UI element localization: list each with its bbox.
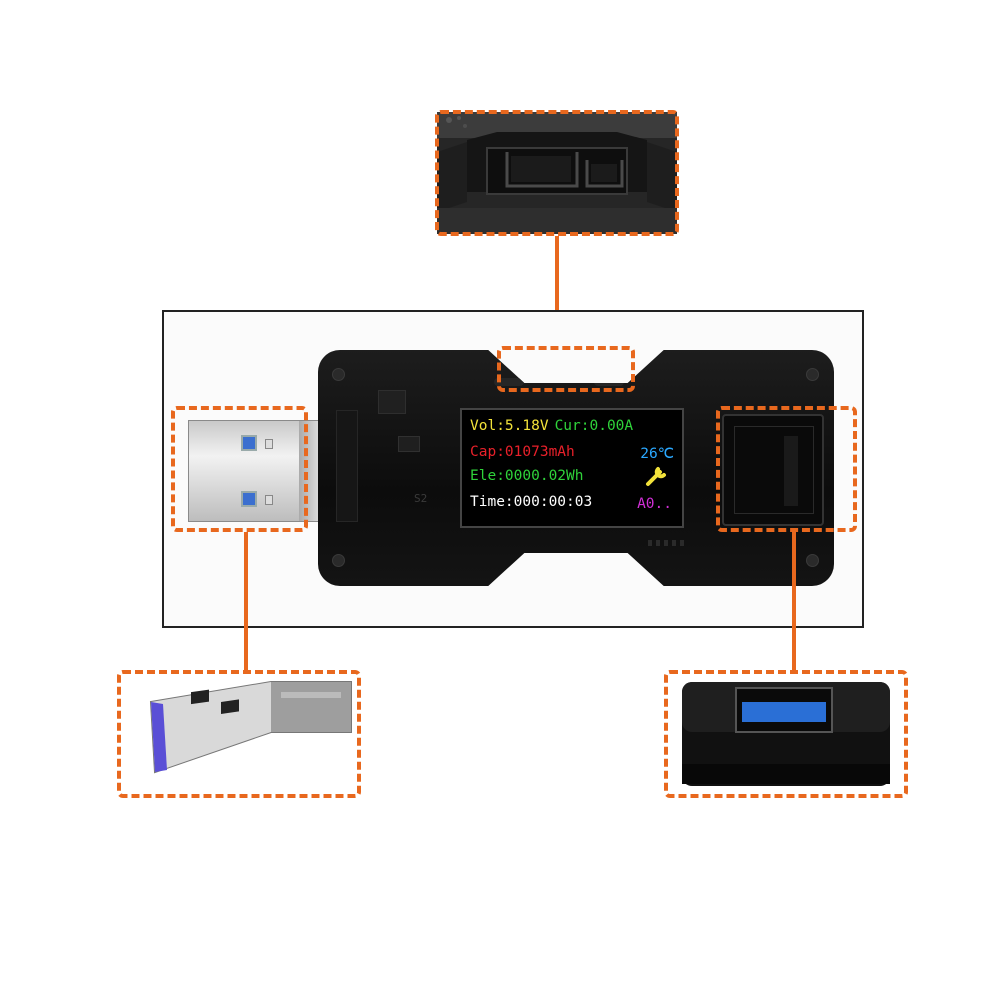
top-connector-illustration	[437, 112, 677, 234]
usb-a-male-plug	[188, 420, 320, 522]
lcd-row-2: Cap:01073mAh	[470, 444, 575, 460]
lcd-capacity: Cap:01073mAh	[470, 444, 575, 460]
screw-icon	[806, 368, 819, 381]
pcb-vents	[648, 540, 688, 546]
lcd-row-3: Ele:0000.02Wh	[470, 468, 584, 484]
usb-a-female-port	[722, 414, 824, 526]
usb-contact-hole-top	[241, 435, 257, 451]
lcd-row-4: Time:000:00:03	[470, 494, 592, 510]
lcd-voltage: Vol:5.18V	[470, 418, 549, 434]
usb-female-detail-photo	[666, 672, 906, 796]
lcd-current: Cur:0.00A	[554, 418, 634, 434]
buttons-highlight-box	[497, 346, 635, 392]
usb-contact-hole-bottom	[241, 491, 257, 507]
screw-icon	[332, 554, 345, 567]
top-connector-detail-photo	[437, 112, 677, 234]
wrench-icon	[644, 466, 668, 492]
screw-icon	[332, 368, 345, 381]
lcd-time: Time:000:00:03	[470, 494, 593, 510]
usb-female-illustration	[682, 682, 890, 786]
pcb-connector-pins	[336, 410, 358, 522]
side-button	[494, 378, 524, 386]
screw-icon	[806, 554, 819, 567]
right-connector-line	[792, 532, 796, 672]
usb-male-detail-box	[117, 670, 361, 798]
usb-male-highlight-box	[171, 406, 308, 532]
left-connector-line	[244, 532, 248, 672]
top-detail-highlight-box	[435, 110, 679, 236]
usb-female-detail-box	[664, 670, 908, 798]
usb-contact-slot-top	[265, 439, 273, 449]
top-connector-line	[555, 236, 559, 348]
lcd-energy: Ele:0000.02Wh	[470, 468, 584, 484]
usb-male-detail-photo	[121, 672, 359, 796]
lcd-display: Vol:5.18V Cur:0.00A Cap:01073mAh 26℃ Ele:…	[460, 408, 684, 528]
lcd-temperature: 26℃	[640, 446, 674, 462]
port-inner-frame	[734, 426, 814, 514]
usb-contact-slot-bottom	[265, 495, 273, 505]
port-tongue	[784, 436, 798, 506]
pcb-component	[398, 436, 420, 452]
pcb-component	[378, 390, 406, 414]
usb-female-highlight-box	[716, 406, 857, 532]
lcd-mode: A0..	[637, 496, 672, 512]
pcb-marking: S2	[414, 492, 428, 505]
usb-male-illustration	[149, 681, 352, 774]
lcd-row-1: Vol:5.18V Cur:0.00A	[470, 418, 633, 434]
